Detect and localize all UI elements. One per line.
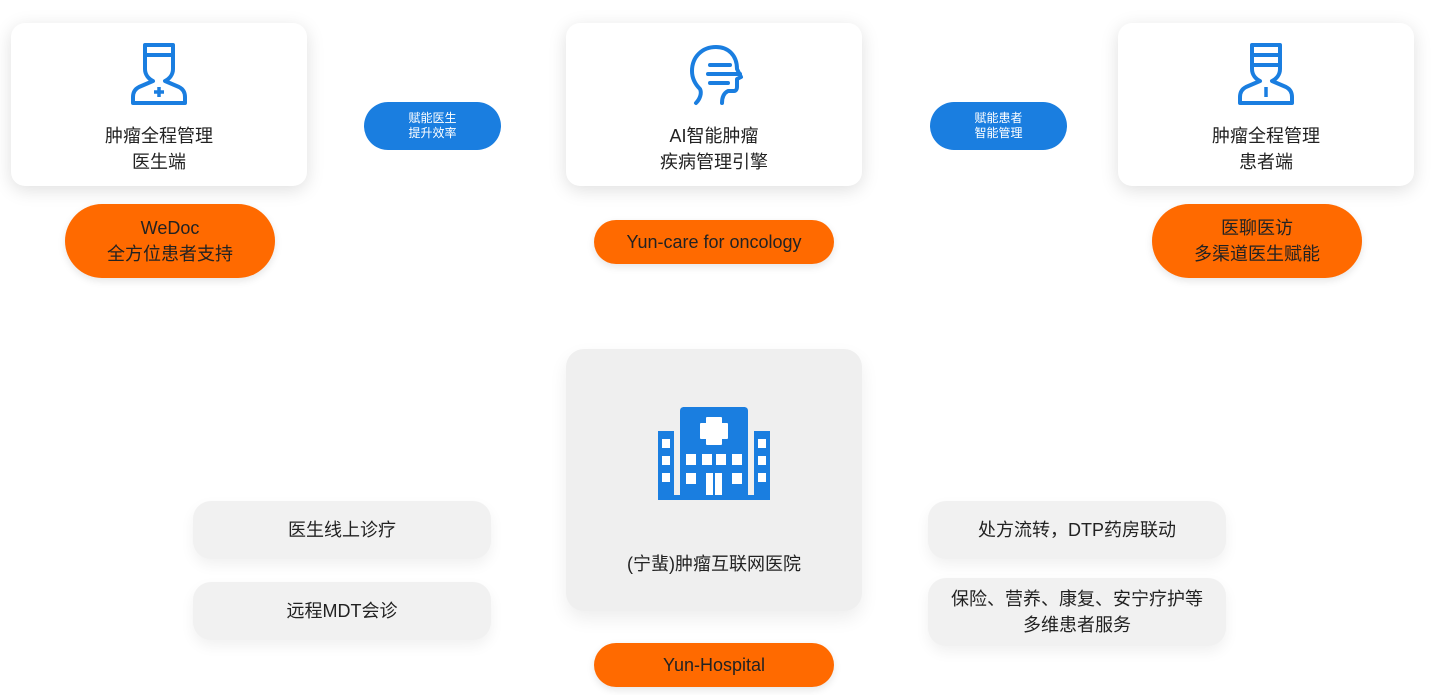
connector-right-line2: 智能管理 [974, 126, 1023, 140]
service-prescription-dtp-label: 处方流转，DTP药房联动 [978, 520, 1176, 540]
connector-right-line1: 赋能患者 [974, 111, 1023, 125]
service-multidimensional-line2: 多维患者服务 [1023, 615, 1131, 635]
patient-card: 肿瘤全程管理患者端 [1118, 23, 1414, 186]
service-multidimensional: 保险、营养、康复、安宁疗护等 多维患者服务 [928, 578, 1226, 646]
doctor-card-title: 肿瘤全程管理医生端 [105, 126, 213, 172]
service-online-diagnosis: 医生线上诊疗 [193, 501, 491, 559]
service-multidimensional-line1: 保险、营养、康复、安宁疗护等 [951, 589, 1203, 609]
doctor-card: 肿瘤全程管理医生端 [11, 23, 307, 186]
doctor-icon [131, 43, 187, 105]
hospital-title: (宁蜚)肿瘤互联网医院 [627, 554, 801, 574]
hospital-icon [658, 407, 770, 500]
ai-head-icon [690, 45, 743, 105]
service-prescription-dtp: 处方流转，DTP药房联动 [928, 501, 1226, 559]
yuncare-pill: Yun-care for oncology [594, 220, 834, 264]
patient-card-title: 肿瘤全程管理患者端 [1212, 126, 1320, 172]
service-online-diagnosis-label: 医生线上诊疗 [288, 520, 396, 540]
connector-left-line1: 赋能医生 [408, 111, 457, 125]
wedoc-pill-line2: 全方位患者支持 [107, 244, 233, 264]
ai-engine-card: AI智能肿瘤疾病管理引擎 [566, 23, 862, 186]
wedoc-pill-line1: WeDoc [140, 218, 200, 238]
ai-engine-card-title: AI智能肿瘤疾病管理引擎 [660, 126, 768, 172]
doctor-visit-pill-line2: 多渠道医生赋能 [1194, 244, 1320, 264]
wedoc-pill: WeDoc 全方位患者支持 [65, 204, 275, 278]
doctor-visit-pill-line1: 医聊医访 [1221, 218, 1293, 238]
doctor-visit-pill: 医聊医访 多渠道医生赋能 [1152, 204, 1362, 278]
yuncare-pill-label: Yun-care for oncology [626, 232, 802, 252]
patient-icon [1238, 43, 1294, 105]
connector-left-line2: 提升效率 [408, 126, 457, 140]
service-remote-mdt: 远程MDT会诊 [193, 582, 491, 640]
connector-empower-doctor: 赋能医生 提升效率 [364, 102, 501, 150]
service-remote-mdt-label: 远程MDT会诊 [286, 601, 398, 621]
connector-empower-patient: 赋能患者 智能管理 [930, 102, 1067, 150]
yun-hospital-pill-label: Yun-Hospital [662, 655, 766, 675]
hospital-card: (宁蜚)肿瘤互联网医院 [566, 349, 862, 611]
yun-hospital-pill: Yun-Hospital [594, 643, 834, 687]
